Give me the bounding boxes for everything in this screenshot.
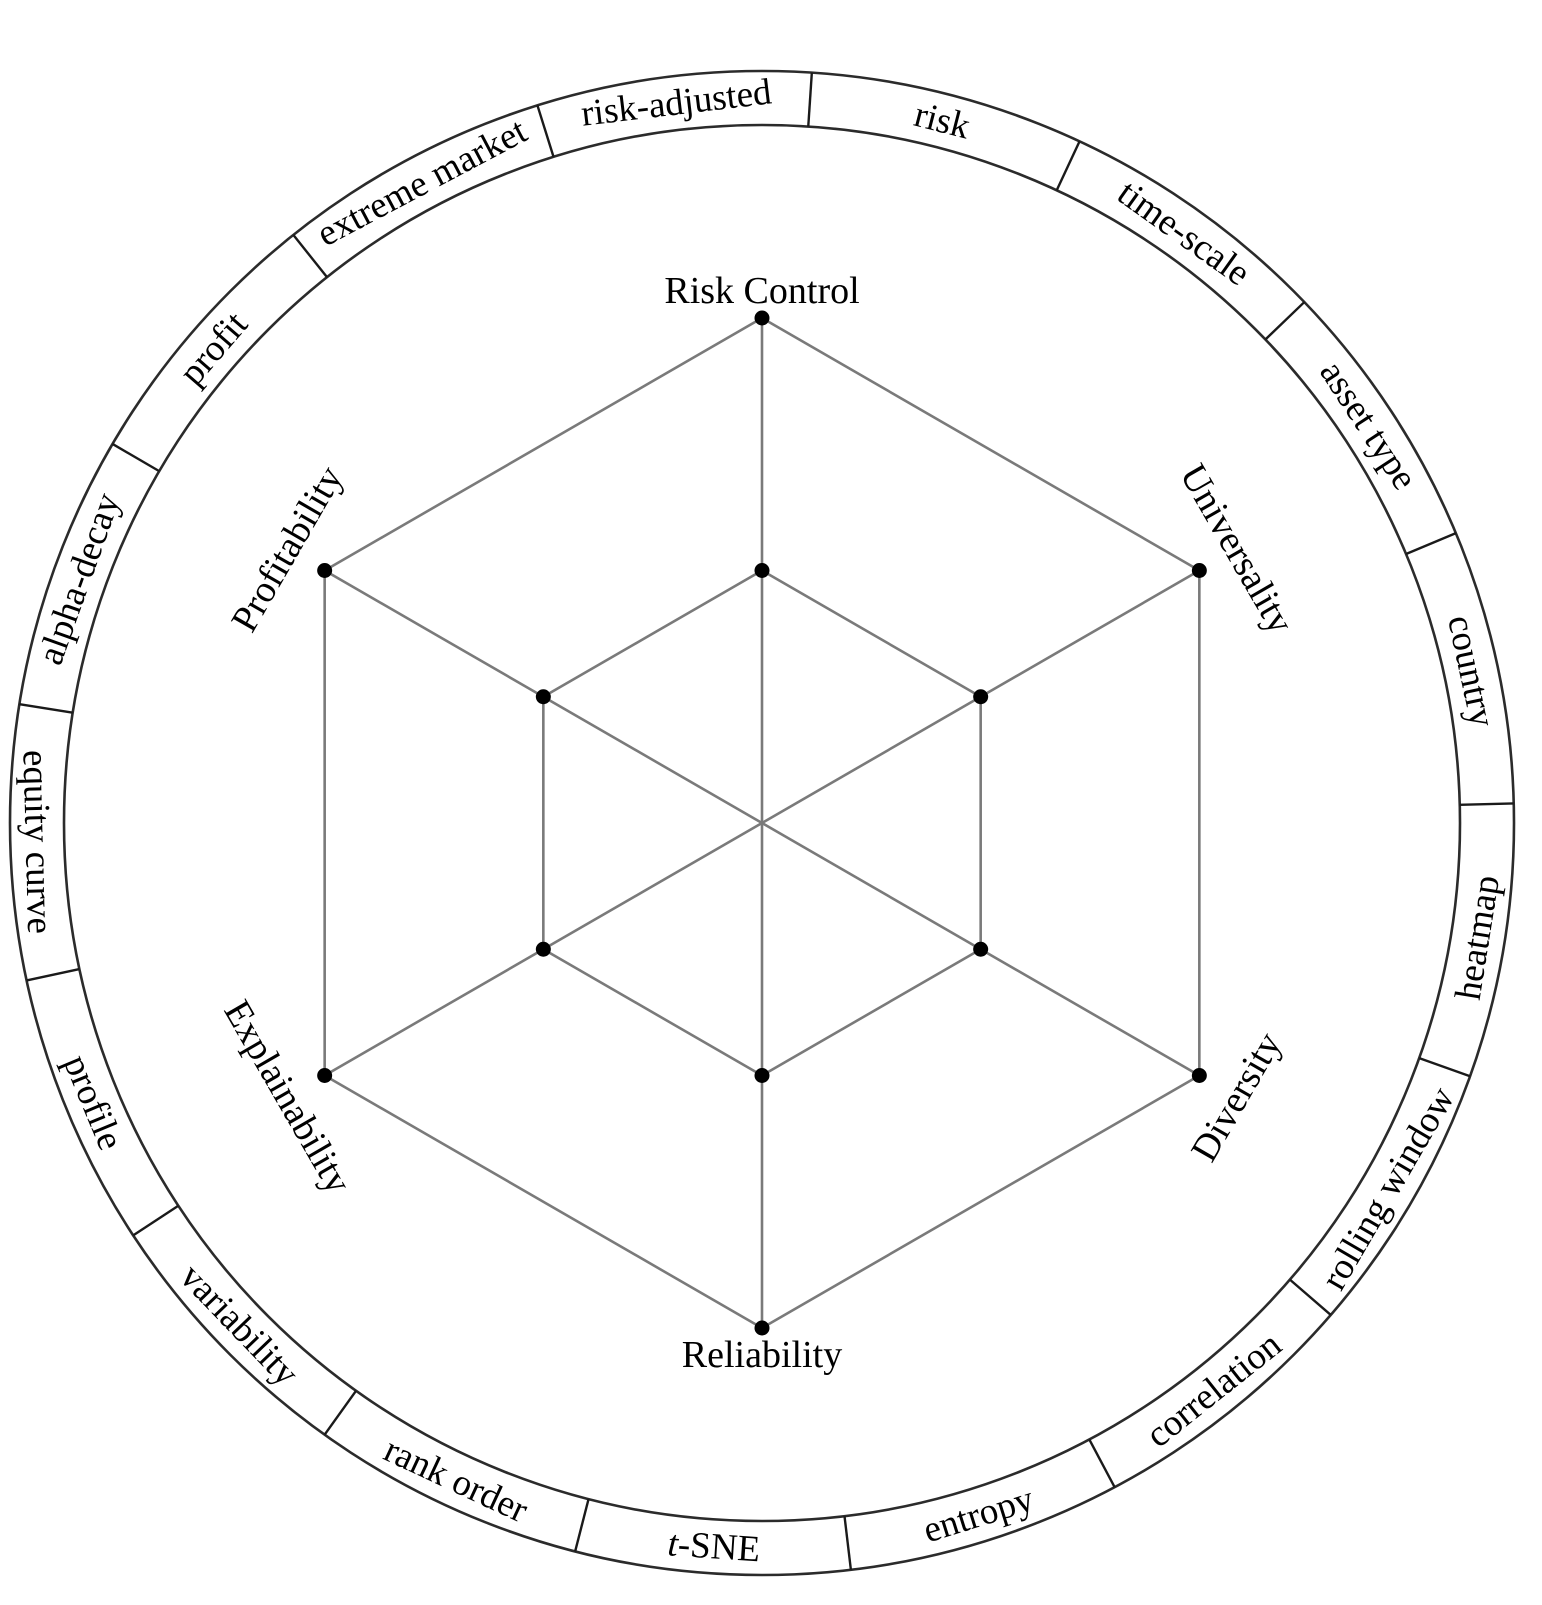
ring-segment-label: rank order bbox=[378, 1429, 534, 1531]
ring-divider bbox=[111, 442, 160, 473]
ring-segment-label: t-SNE bbox=[666, 1523, 761, 1570]
ring-segment-label: rolling window bbox=[1313, 1080, 1463, 1297]
ring-divider bbox=[1418, 1056, 1471, 1078]
ring-divider bbox=[323, 1390, 358, 1436]
radar-axis-label: Explainability bbox=[215, 993, 359, 1200]
radar-vertex bbox=[973, 689, 989, 705]
radar-axis-label: Universality bbox=[1171, 457, 1301, 641]
ring-divider bbox=[292, 234, 328, 278]
ring-segment-label: equity curve bbox=[14, 749, 60, 934]
ring-divider bbox=[1088, 1438, 1116, 1488]
radar-vertex bbox=[754, 1068, 770, 1083]
ring-segment-label: time-scale bbox=[1110, 172, 1258, 294]
ring-divider bbox=[573, 1498, 590, 1552]
radar-vertex bbox=[1191, 1068, 1207, 1083]
ring-divider bbox=[1055, 140, 1081, 191]
ring-divider bbox=[807, 72, 814, 127]
radar-vertex bbox=[754, 310, 770, 326]
ring-divider bbox=[1264, 301, 1306, 341]
ring-divider bbox=[536, 104, 555, 158]
radar-axis-label: Reliability bbox=[682, 1334, 842, 1376]
ring-divider bbox=[1459, 802, 1514, 806]
ring-segment-label: country bbox=[1439, 612, 1503, 732]
radar-vertices bbox=[317, 310, 1207, 1336]
ring-segment-label: risk bbox=[910, 94, 974, 148]
ring-segment-label-rest: -SNE bbox=[677, 1524, 762, 1570]
ring-segment-label: alpha-decay bbox=[30, 487, 129, 670]
ring-divider bbox=[132, 1204, 179, 1237]
ring-segment-label: profile bbox=[55, 1049, 131, 1156]
ring-outer-circle bbox=[8, 69, 1516, 1577]
radar-vertex bbox=[535, 941, 551, 957]
ring-dividers bbox=[19, 72, 1514, 1570]
ring-inner-circle bbox=[62, 123, 1462, 1523]
ring-divider bbox=[1289, 1278, 1332, 1316]
radar-vertex bbox=[535, 689, 551, 705]
ring-segment-label: entropy bbox=[918, 1478, 1039, 1551]
radar-vertex bbox=[754, 1320, 770, 1336]
radar-web bbox=[323, 316, 1201, 1330]
radar-axis-labels: Risk ControlUniversalityDiversityReliabi… bbox=[215, 270, 1301, 1376]
radar-vertex bbox=[317, 563, 333, 578]
radar-axis-label: Profitability bbox=[223, 459, 351, 639]
ring-divider bbox=[26, 967, 80, 982]
radar-vertex bbox=[754, 563, 770, 578]
ring-segment-label: correlation bbox=[1138, 1324, 1289, 1456]
radar-vertex bbox=[317, 1068, 333, 1083]
ring-segment-label: extreme market bbox=[310, 110, 534, 255]
ring-segment-label: variability bbox=[172, 1256, 307, 1394]
ring-divider bbox=[1405, 532, 1457, 556]
radar-axis-label: Risk Control bbox=[664, 270, 859, 312]
ring-divider bbox=[19, 702, 73, 714]
radar-vertex bbox=[973, 941, 989, 957]
radar-vertex bbox=[1191, 563, 1207, 578]
ring-divider bbox=[843, 1515, 853, 1570]
ring-segment-label: profit bbox=[171, 304, 256, 394]
